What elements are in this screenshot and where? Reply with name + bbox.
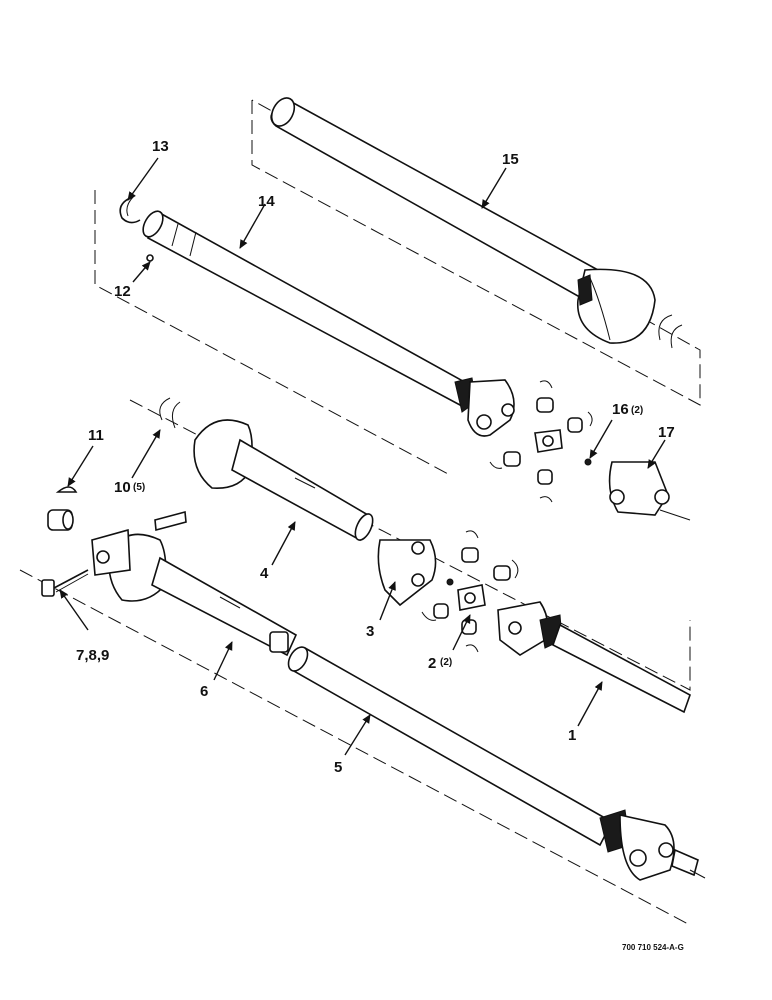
callout-17: 17 <box>658 424 675 441</box>
universal-joint-cross-upper <box>489 380 593 503</box>
inner-tube-upper <box>142 210 515 437</box>
callout-1: 1 <box>568 727 576 744</box>
callout-6: 6 <box>200 683 208 700</box>
callout-10-quantity: (5) <box>133 482 145 493</box>
callout-11: 11 <box>88 427 104 444</box>
leader-lines <box>59 157 666 756</box>
callout-4: 4 <box>260 565 269 582</box>
callout-12: 12 <box>114 283 131 300</box>
woodruff-key-11 <box>47 486 78 531</box>
circlip-upper-right <box>658 314 683 349</box>
callout-16: 16 <box>612 401 629 418</box>
circlip-13 <box>119 195 141 224</box>
callout-14: 14 <box>258 193 275 210</box>
callout-13: 13 <box>152 138 169 155</box>
drawing-number: 700 710 524-A-G <box>622 943 684 952</box>
callout-15: 15 <box>502 151 519 168</box>
callout-16-quantity: (2) <box>631 405 643 416</box>
callout-5: 5 <box>334 759 342 776</box>
bolt-7-8-9 <box>41 569 89 597</box>
callout-10: 10 <box>114 479 131 496</box>
callout-3: 3 <box>366 623 374 640</box>
inner-shaft-1 <box>497 601 691 714</box>
shield-cone-4 <box>193 419 374 542</box>
circlips-10 <box>159 397 181 429</box>
outer-shield-tube-upper <box>270 97 656 344</box>
yoke-3 <box>377 539 437 607</box>
callout-labels: 13 15 14 12 16 (2) 17 11 10 (5) 4 3 7,8,… <box>76 138 675 776</box>
callout-2-quantity: (2) <box>440 657 452 668</box>
callout-7-8-9: 7,8,9 <box>76 647 109 664</box>
yoke-17 <box>608 461 691 521</box>
outer-tube-5 <box>287 646 706 881</box>
callout-2: 2 <box>428 655 436 672</box>
inner-shield-6 <box>91 510 298 657</box>
